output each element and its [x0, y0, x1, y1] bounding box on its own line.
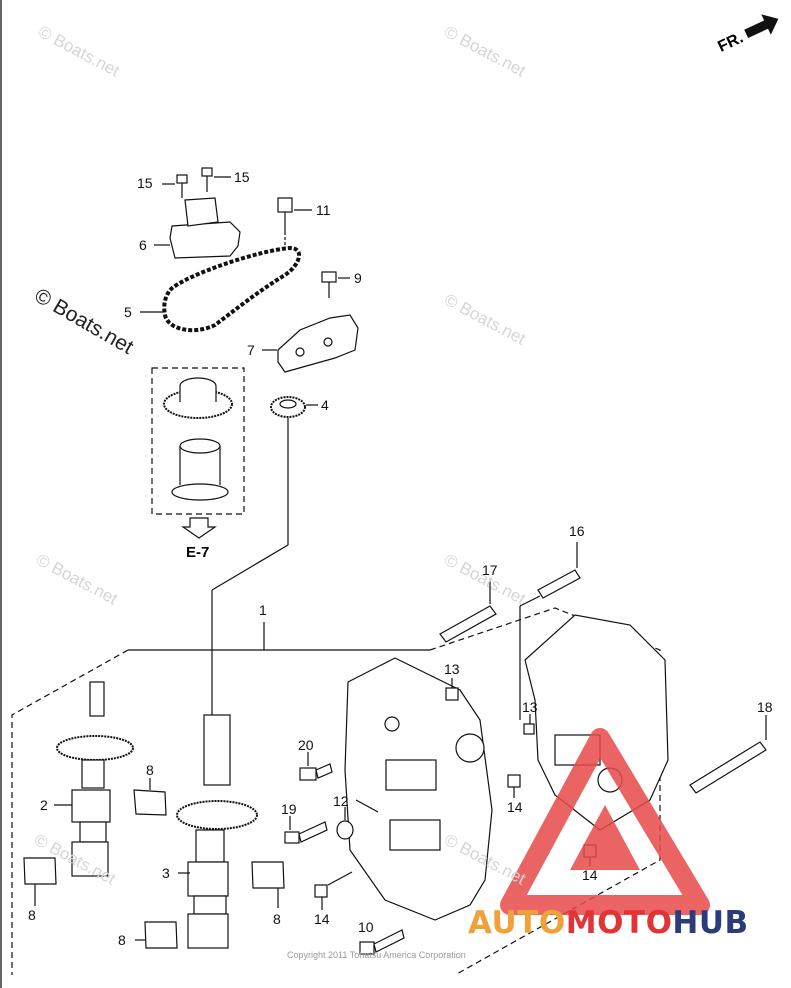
callout-10: 10 — [358, 919, 374, 935]
callout-14-lower-right: 14 — [582, 867, 598, 883]
bearing-8-upper — [133, 778, 167, 816]
reference-shaft — [171, 438, 229, 501]
bolt-15-left — [162, 174, 188, 198]
bearing-8-right — [251, 861, 285, 908]
callout-2: 2 — [40, 797, 48, 813]
reference-gear — [163, 377, 233, 419]
reference-down-arrow — [181, 517, 217, 539]
brand-part-auto: AUTO — [468, 905, 566, 941]
dowel-14-right — [507, 774, 521, 798]
callout-15-left: 15 — [137, 175, 153, 191]
callout-12: 12 — [333, 793, 349, 809]
front-direction-arrow — [744, 14, 779, 39]
bolt-11 — [277, 197, 312, 248]
sprocket-4 — [211, 396, 318, 715]
bolt-17 — [439, 578, 497, 643]
callout-3: 3 — [162, 865, 170, 881]
callout-18: 18 — [757, 699, 773, 715]
callout-11: 11 — [316, 202, 331, 218]
brand-triangle-logo — [500, 728, 710, 915]
callout-1: 1 — [259, 602, 267, 618]
callout-8-left: 8 — [28, 907, 36, 923]
callout-16: 16 — [569, 523, 585, 539]
callout-14-bottom: 14 — [314, 911, 330, 927]
bolt-19 — [284, 816, 328, 844]
camshaft-3 — [176, 714, 258, 949]
reference-box-e7 — [151, 367, 245, 515]
callout-17: 17 — [482, 562, 498, 578]
bolt-15-right — [201, 167, 231, 192]
dowel-13-top — [445, 678, 459, 701]
bolt-18 — [689, 715, 767, 794]
bolt-10 — [359, 929, 405, 955]
callout-13-top: 13 — [444, 661, 460, 677]
callout-20: 20 — [298, 737, 314, 753]
callout-8-upper: 8 — [146, 762, 154, 778]
brand-wordmark: AUTOMOTOHUB — [468, 905, 749, 941]
callout-7: 7 — [247, 342, 255, 358]
callout-19: 19 — [281, 801, 297, 817]
callout-14-right: 14 — [507, 799, 523, 815]
callout-9: 9 — [354, 270, 362, 286]
seal-12 — [336, 799, 379, 840]
callout-6: 6 — [139, 237, 147, 253]
bolt-20 — [299, 752, 333, 781]
brand-part-moto: MOTO — [565, 905, 673, 941]
dowel-13-right — [523, 714, 535, 735]
callout-5: 5 — [124, 304, 132, 320]
chain-guide-6 — [154, 197, 241, 259]
timing-chain-5 — [140, 245, 301, 333]
reference-label-e7: E-7 — [186, 544, 210, 561]
bolt-16 — [519, 542, 581, 720]
callout-8-right: 8 — [273, 911, 281, 927]
chain-tensioner-7 — [262, 314, 359, 373]
callout-13-right: 13 — [522, 699, 538, 715]
camshaft-2 — [54, 681, 134, 877]
callout-15-right: 15 — [234, 169, 250, 185]
copyright-notice: Copyright 2011 Tohatsu America Corporati… — [287, 950, 466, 960]
cylinder-head-center — [344, 657, 493, 921]
callout-4: 4 — [321, 397, 329, 413]
bearing-8-bottom — [135, 921, 178, 949]
dowel-14-bottom — [314, 871, 353, 910]
bolt-9 — [321, 271, 350, 298]
bearing-8-left — [23, 857, 57, 906]
brand-part-hub: HUB — [672, 905, 749, 941]
callout-8-bottom: 8 — [118, 932, 126, 948]
